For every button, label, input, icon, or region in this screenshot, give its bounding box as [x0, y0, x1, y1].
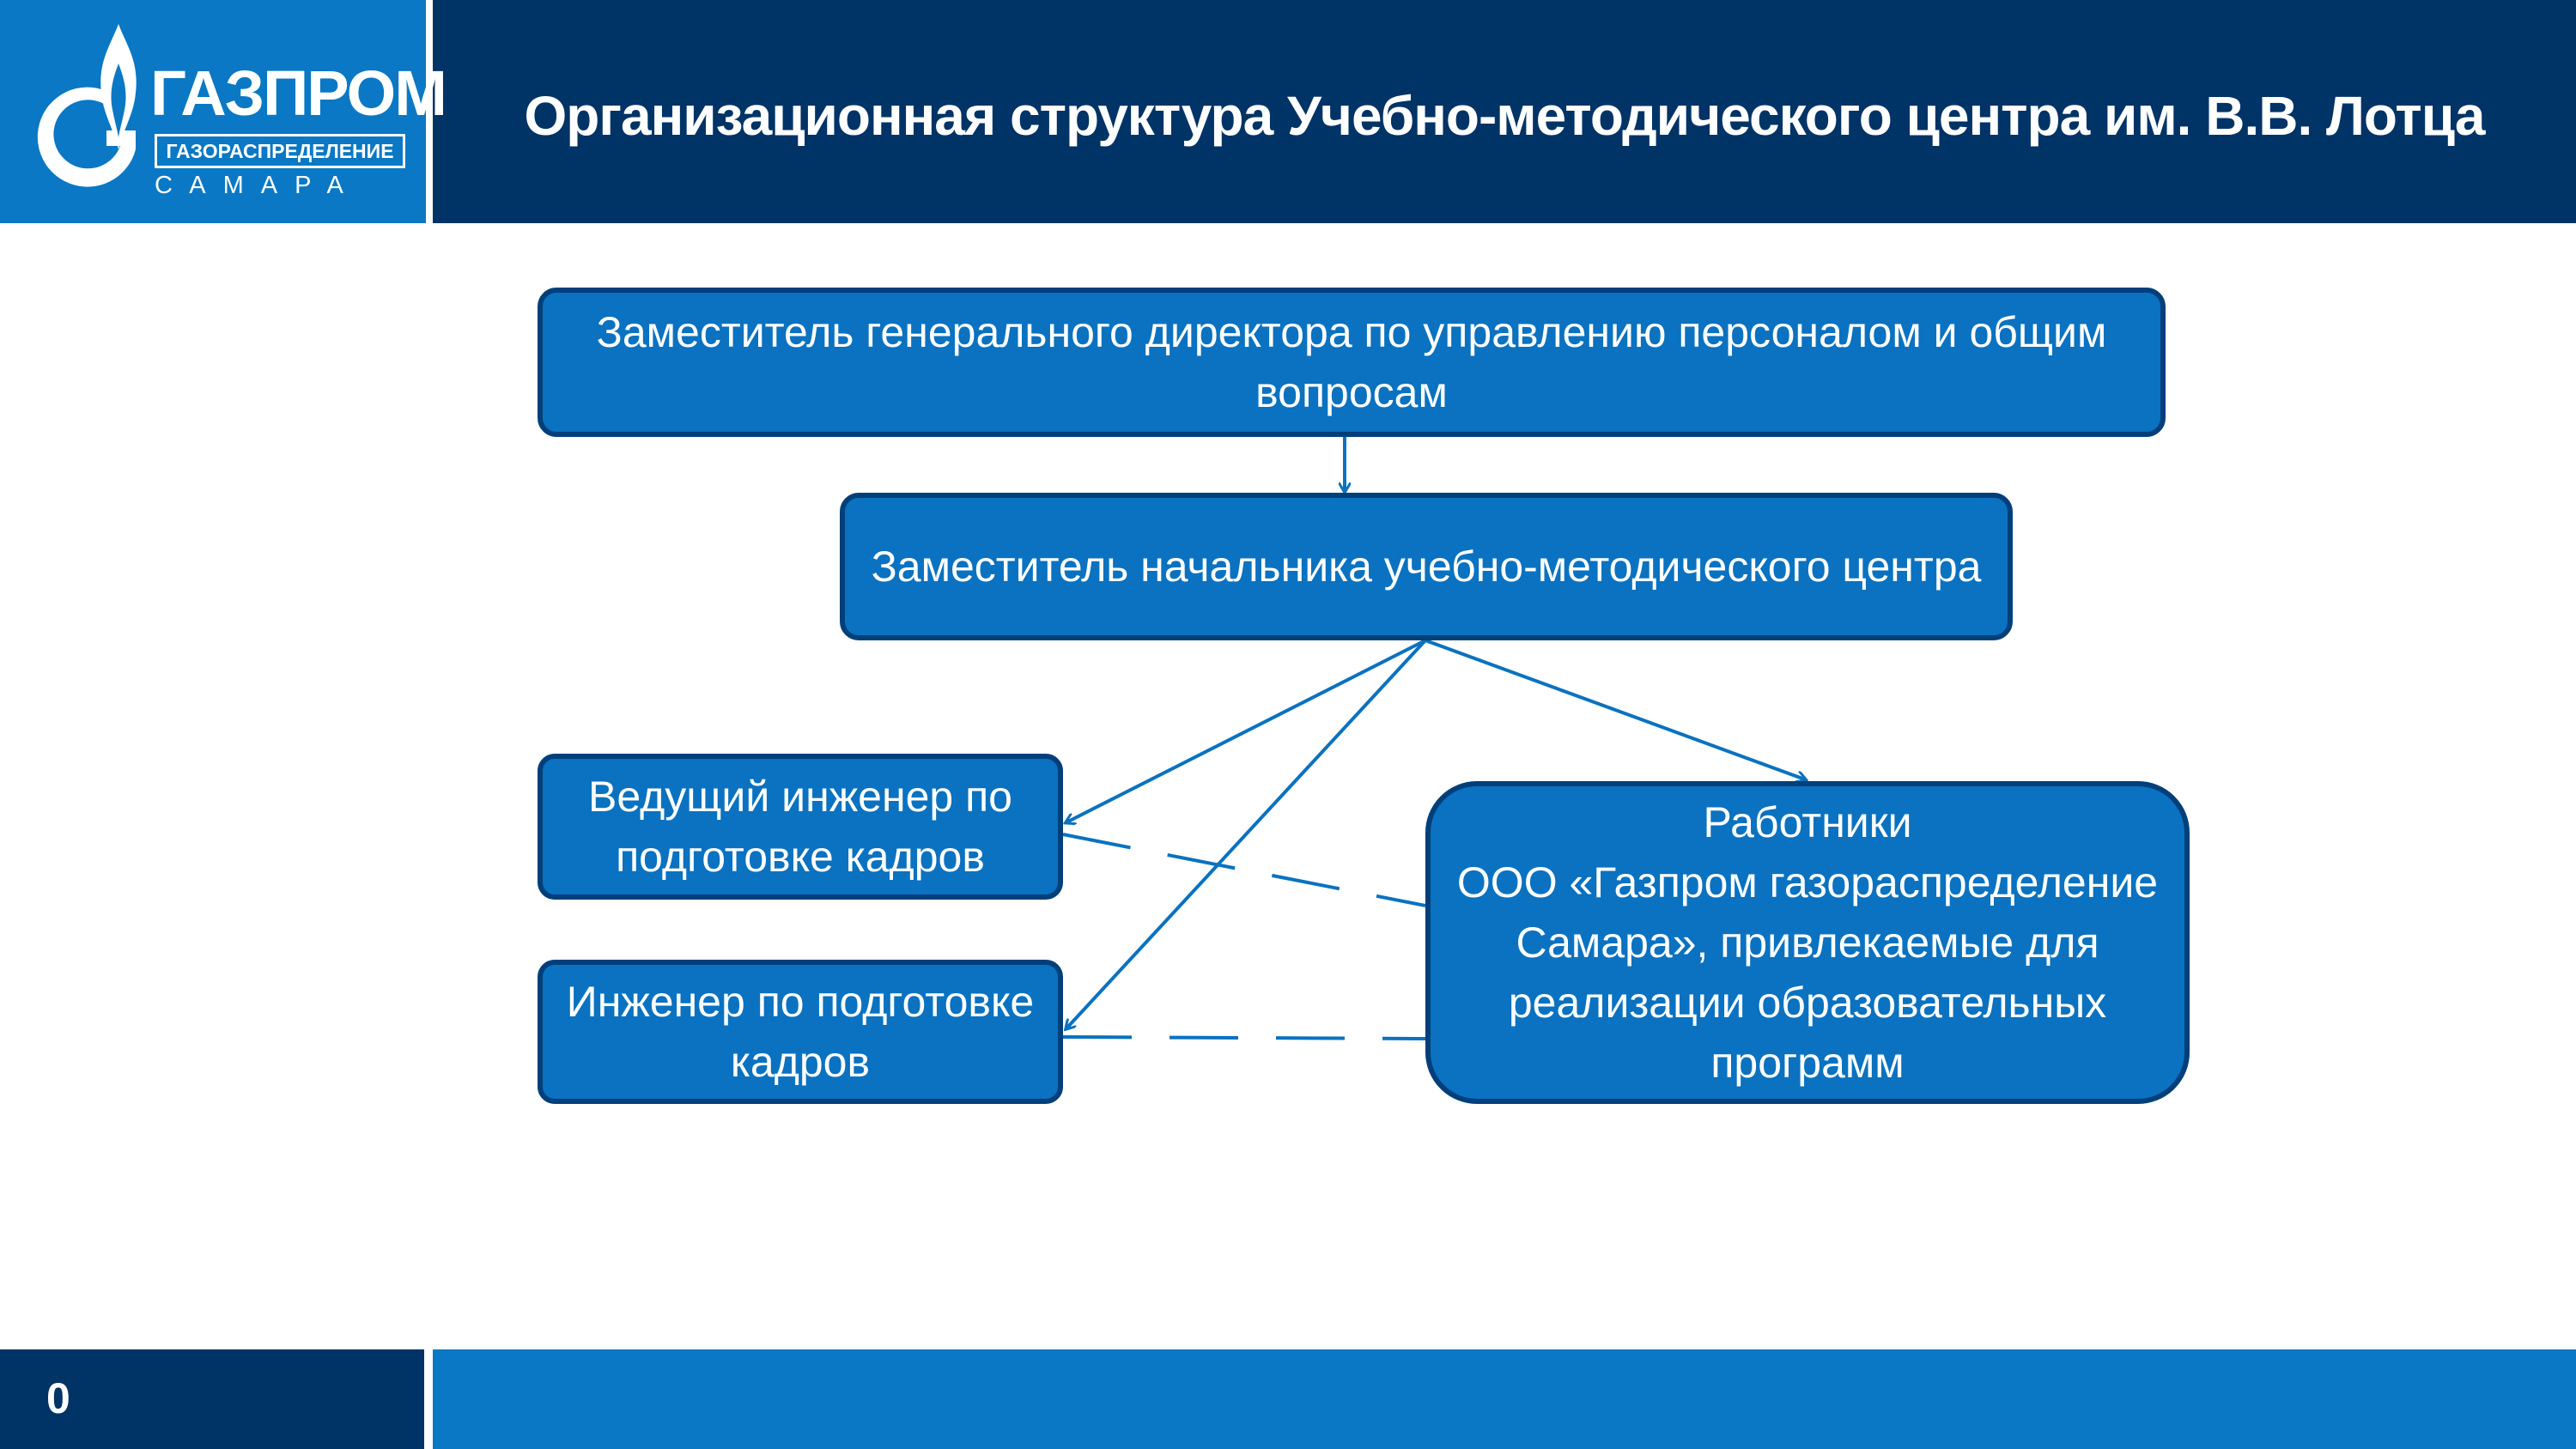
footer-left-panel [0, 1349, 424, 1449]
node-deputy-general-director-label: Заместитель генерального директора по уп… [596, 308, 2107, 416]
logo-brand: ГАЗПРОМ [150, 58, 447, 129]
node-lead-engineer: Ведущий инженер по подготовке кадров [538, 754, 1063, 900]
page-number: 0 [46, 1374, 70, 1422]
header-logo-panel [0, 0, 426, 223]
edge-deputy-head-to-lead-engineer [1066, 639, 1426, 822]
node-engineer: Инженер по подготовке кадров [538, 960, 1063, 1104]
node-workers-label: Работники ООО «Газпром газораспределение… [1456, 798, 2159, 1087]
edge-deputy-head-to-engineer [1066, 639, 1427, 1028]
company-logo: ГАЗПРОМ ГАЗОРАСПРЕДЕЛЕНИЕ САМАРА [34, 21, 447, 209]
node-deputy-general-director: Заместитель генерального директора по уп… [538, 288, 2166, 437]
logo-subtitle: ГАЗОРАСПРЕДЕЛЕНИЕ [155, 134, 405, 168]
page-title: Организационная структура Учебно-методич… [524, 85, 2486, 147]
node-lead-engineer-label: Ведущий инженер по подготовке кадров [588, 773, 1012, 881]
gazprom-flame-icon [37, 24, 137, 187]
node-workers: Работники ООО «Газпром газораспределение… [1425, 781, 2190, 1104]
node-engineer-label: Инженер по подготовке кадров [566, 978, 1035, 1086]
edge-engineer-to-workers-dashed [1062, 1035, 1426, 1040]
edge-deputy-head-to-workers [1425, 639, 1805, 779]
header-divider [426, 0, 433, 223]
logo-city: САМАРА [155, 172, 361, 199]
header-title-panel [433, 0, 2576, 223]
node-deputy-head-of-center-label: Заместитель начальника учебно-методическ… [871, 543, 1982, 591]
footer-right-panel [433, 1349, 2576, 1449]
node-deputy-head-of-center: Заместитель начальника учебно-методическ… [840, 493, 2013, 640]
edge-lead-engineer-to-workers-dashed [1062, 833, 1426, 907]
